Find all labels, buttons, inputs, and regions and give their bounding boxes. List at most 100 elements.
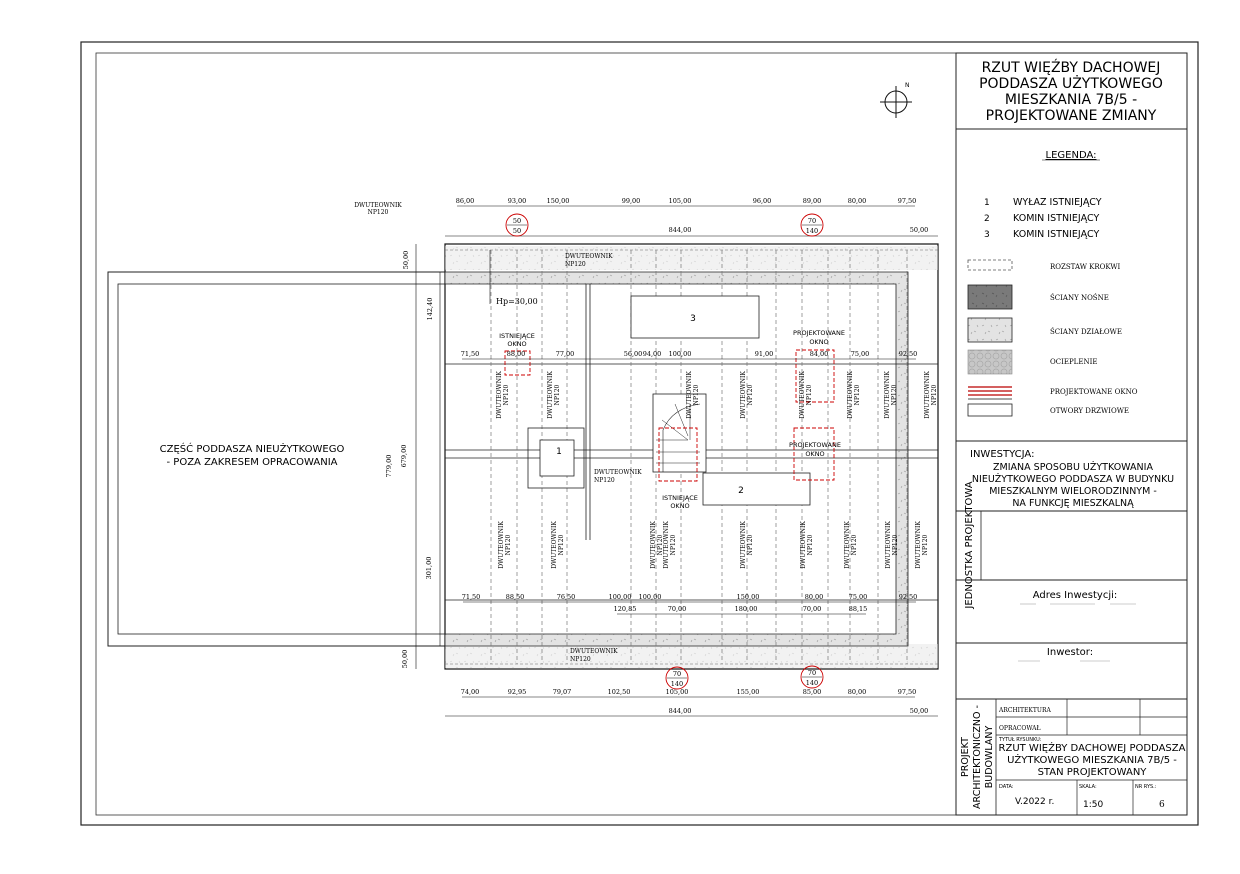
rafter-beam-profile: NP120: [892, 534, 899, 555]
callout-bottom-1-top: 70: [673, 670, 681, 678]
rafter-beam-label: DWUTEOWNIK: [800, 521, 807, 569]
title-block: RZUT WIĘŹBY DACHOWEJ PODDASZA UŻYTKOWEGO…: [955, 52, 1188, 816]
rafter-beam-profile: NP120: [554, 384, 561, 405]
existing-window-label-2a: ISTNIEJĄCE: [662, 494, 698, 502]
beam-row-2-dimension: 150,00: [737, 593, 760, 601]
bottom-dimension: 105,00: [666, 688, 689, 696]
beam-row-3-dimension: 120,85: [614, 605, 637, 613]
stamp-scale: 1:50: [1083, 800, 1103, 810]
investment-heading: INWESTYCJA:: [970, 449, 1034, 460]
rafter-beam-profile: NP120: [931, 384, 938, 405]
legend-label-1: WYŁAZ ISTNIEJĄCY: [1013, 197, 1102, 208]
new-window-swatch: [968, 386, 1012, 400]
bottom-dimension: 80,00: [848, 688, 867, 696]
bottom-dimension: 97,50: [898, 688, 917, 696]
north-arrow-icon: N: [880, 82, 912, 118]
beam-row-3-dimension: 88,15: [849, 605, 868, 613]
bottom-dimension: 74,00: [461, 688, 480, 696]
beam-row-1-dimension: 91,00: [755, 350, 774, 358]
rafter-beam-profile: NP120: [891, 384, 898, 405]
callout-bottom-1-bottom: 140: [671, 680, 683, 688]
rafter-beam-label: DWUTEOWNIK: [844, 521, 851, 569]
beam-row-2-dimension: 76,50: [557, 593, 576, 601]
callout-bottom-2-top: 70: [808, 669, 816, 677]
rafter-beam-label: DWUTEOWNIK: [663, 521, 670, 569]
beam-row-2-dimension: 100,00: [609, 593, 632, 601]
left-dimension: 50,00: [401, 650, 409, 669]
rafter-beam-label: DWUTEOWNIK: [496, 371, 503, 419]
bottom-dimension: 102,50: [608, 688, 631, 696]
sheet-border: [80, 41, 1199, 826]
marker-1: 1: [556, 447, 562, 457]
top-dimension: 80,00: [848, 197, 867, 205]
new-window-label-2b: OKNO: [805, 450, 824, 458]
chimney-2: [702, 472, 811, 506]
stamp-date: V.2022 r.: [1015, 797, 1054, 807]
title-line-4: PROJEKTOWANE ZMIANY: [986, 108, 1157, 124]
bottom-dimension: 92,95: [508, 688, 527, 696]
bearing-walls: [444, 271, 909, 647]
top-dimension: 97,50: [898, 197, 917, 205]
rafter-beam-profile: NP120: [807, 534, 814, 555]
beam-row-2-dimension: 75,00: [849, 593, 868, 601]
attic-outline: [444, 243, 939, 670]
beam-row-2-dimension: 71,50: [462, 593, 481, 601]
drawing-title-line-2: UŻYTKOWEGO MIESZKANIA 7B/5 -: [1007, 753, 1177, 766]
rafter-beam-label: DWUTEOWNIK: [924, 371, 931, 419]
beam-row-2-dimension: 100,00: [639, 593, 662, 601]
rafter-beam-profile: NP120: [806, 384, 813, 405]
new-window-label-1a: PROJEKTOWANE: [793, 329, 845, 337]
left-dimension: 50,00: [402, 251, 410, 270]
rafter-beam-profile: NP120: [558, 534, 565, 555]
callout-top-2-top: 70: [808, 217, 816, 225]
investment-line-1: ZMIANA SPOSOBU UŻYTKOWANIA: [993, 462, 1153, 473]
bottom-dimension: 79,07: [553, 688, 572, 696]
inner-border: [95, 52, 1188, 816]
callout-top-2-bottom: 140: [806, 227, 818, 235]
partition-wall-swatch: [967, 317, 1013, 343]
top-dimension: 99,00: [622, 197, 641, 205]
outside-area-line-2: - POZA ZAKRESEM OPRACOWANIA: [167, 457, 338, 468]
callout-bottom-2-bottom: 140: [806, 679, 818, 687]
title-line-3: MIESZKANIA 7B/5 -: [1005, 92, 1137, 108]
left-dimension: 142,40: [426, 298, 434, 321]
beam-profile-top: NP120: [565, 261, 586, 268]
new-window-label-2a: PROJEKTOWANE: [789, 441, 841, 449]
investor-label: Inwestor:: [1047, 647, 1093, 658]
rafter-beam-label: DWUTEOWNIK: [498, 521, 505, 569]
beam-row-2-dimension: 92,50: [899, 593, 918, 601]
legend-symbol-label-6: OTWORY DRZWIOWE: [1050, 407, 1129, 415]
beam-profile-bottom: NP120: [570, 656, 591, 663]
beam-row-1-dimension: 56,00: [624, 350, 643, 358]
beam-row-1-dimension: 100,00: [669, 350, 692, 358]
callout-bottom-1: [665, 666, 689, 690]
project-type-label-1: PROJEKT: [960, 737, 971, 777]
existing-window-label-1b: OKNO: [507, 340, 526, 348]
roof-hatch: [527, 427, 585, 489]
rafter-beam-profile: NP120: [693, 384, 700, 405]
marker-2: 2: [738, 486, 744, 496]
design-unit-label: JEDNOSTKA PROJEKTOWA: [964, 481, 975, 609]
beam-row-3-dimension: 180,00: [735, 605, 758, 613]
rafter-beam-label: DWUTEOWNIK: [650, 521, 657, 569]
existing-window-2: [658, 427, 698, 482]
drawing-title-line-1: RZUT WIĘŹBY DACHOWEJ PODDASZA: [999, 741, 1186, 754]
beam-row-2-dimension: 88,50: [506, 593, 525, 601]
door-opening-swatch: [967, 403, 1013, 417]
rafter-beam-label: DWUTEOWNIK: [547, 371, 554, 419]
rafter-beam-profile: NP120: [922, 534, 929, 555]
callout-top-2: [800, 213, 824, 237]
title-line-2: PODDASZA UŻYTKOWEGO: [979, 74, 1163, 92]
beam-row-1-dimension: 92,50: [899, 350, 918, 358]
insulation-swatch: [967, 349, 1013, 375]
legend-heading: LEGENDA:: [1046, 150, 1097, 161]
left-dimension: 679,00: [400, 445, 408, 468]
project-type-label-2: ARCHITEKTONICZNO -: [972, 705, 983, 809]
marker-3: 3: [690, 314, 696, 324]
callout-top-1-top: 50: [513, 217, 521, 225]
rafter-beam-profile: NP120: [503, 384, 510, 405]
project-type-label-3: BUDOWLANY: [984, 726, 995, 789]
